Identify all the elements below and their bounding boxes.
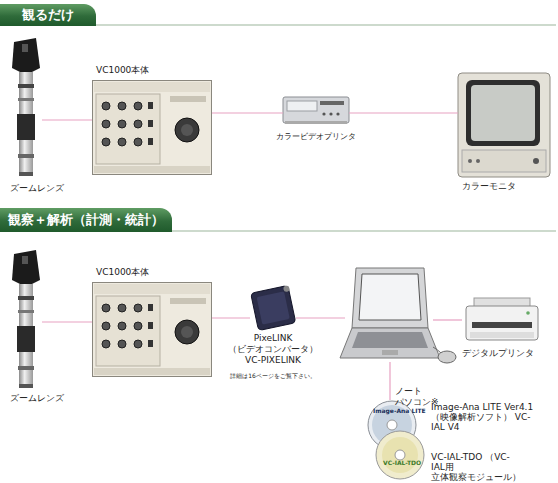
monitor-bezel	[466, 80, 540, 146]
converter-body	[251, 285, 296, 330]
laptop-base	[340, 328, 440, 358]
video-printer	[283, 97, 349, 124]
printer-button	[336, 112, 339, 115]
cable-line	[42, 321, 92, 322]
monitor-button	[533, 158, 539, 164]
laptop-keyboard	[352, 332, 428, 348]
laptop-touchpad	[382, 350, 398, 355]
heading-rule	[96, 25, 556, 26]
device-label: デジタルプリンタ	[462, 348, 534, 359]
laptop-lid	[352, 268, 428, 328]
zoom-lens	[12, 38, 40, 176]
section-heading-band: 観るだけ	[0, 4, 96, 26]
printer-slot	[472, 322, 532, 328]
printer-case	[466, 306, 538, 340]
printer-lamp	[526, 311, 530, 315]
section-heading: 観るだけ	[0, 4, 96, 26]
printer-button	[322, 112, 325, 115]
printer-base	[285, 121, 347, 124]
monitor-panel	[462, 150, 546, 172]
cable-line	[433, 319, 462, 320]
laptop-screen	[359, 274, 421, 320]
digital-printer	[466, 298, 538, 340]
vc1000-unit	[93, 283, 212, 377]
monitor-button	[468, 159, 472, 163]
vc1000-node: VC1000本体	[92, 282, 212, 377]
software-disc-node: VC-IAL-TDO （VC-IAL用 立体観察モジュール）	[373, 428, 425, 480]
mouse	[438, 351, 456, 363]
cable-line	[389, 362, 390, 400]
zoom-lens-node: ズームレンズ	[10, 38, 42, 178]
notebook-node: ノート パソコン※	[345, 268, 433, 362]
converter-top	[257, 291, 290, 324]
disc-print-label: VC-IAL-TDO	[383, 459, 421, 466]
disc-print-label: Image-Ana LITE	[373, 407, 426, 414]
section-heading-band: 観察＋解析（計測・統計）	[0, 208, 172, 232]
mouse-cord	[433, 347, 441, 353]
vc1000-unit	[93, 81, 212, 175]
monitor-case	[458, 73, 550, 177]
section-heading: 観察＋解析（計測・統計）	[0, 208, 172, 232]
cable-line	[296, 317, 345, 318]
printer-slot	[287, 101, 317, 111]
device-label: カラーモニタ	[462, 181, 516, 192]
disc	[376, 431, 424, 479]
converter-port	[283, 285, 290, 292]
disc-print	[382, 437, 418, 473]
cable-line	[42, 119, 92, 120]
printer-button	[329, 112, 332, 115]
converter-node: PixeLINK （ビデオコンバータ） VC-PIXELINK詳細は16ページを…	[250, 284, 296, 330]
zoom-lens	[12, 250, 40, 388]
printer-case	[283, 97, 349, 123]
disc-hole	[387, 420, 397, 430]
cable-line	[212, 112, 283, 113]
printer-panel	[320, 101, 344, 105]
notebook-pc	[340, 268, 456, 363]
digital-printer-node: デジタルプリンタ	[462, 298, 540, 344]
device-label: VC1000本体	[96, 267, 149, 278]
device-label: ズームレンズ	[10, 183, 64, 194]
printer-base	[470, 332, 534, 338]
vc1000-node: VC1000本体	[92, 80, 212, 175]
monitor-screen	[471, 85, 535, 141]
heading-rule	[172, 231, 556, 232]
disc-hole	[395, 450, 405, 460]
monitor-button	[476, 159, 480, 163]
cable-line	[349, 112, 458, 113]
device-label: ズームレンズ	[10, 393, 64, 404]
crt-monitor	[458, 73, 550, 177]
software-label: Image-Ana LITE Ver4.1 （映像解析ソフト） VC-IAL V…	[431, 402, 542, 432]
page-note: 詳細は16ページをご覧下さい。	[223, 372, 323, 380]
monitor-node: カラーモニタ	[458, 73, 550, 177]
device-label: PixeLINK （ビデオコンバータ） VC-PIXELINK	[223, 333, 323, 366]
device-label: カラービデオプリンタ	[276, 131, 356, 142]
software-disc	[376, 431, 424, 479]
device-label: VC1000本体	[96, 65, 149, 76]
cable-line	[212, 317, 250, 318]
pixelink-converter	[251, 285, 297, 330]
zoom-lens-node: ズームレンズ	[10, 250, 42, 390]
software-label: VC-IAL-TDO （VC-IAL用 立体観察モジュール）	[431, 452, 523, 482]
video-printer-node: カラービデオプリンタ	[283, 95, 349, 125]
